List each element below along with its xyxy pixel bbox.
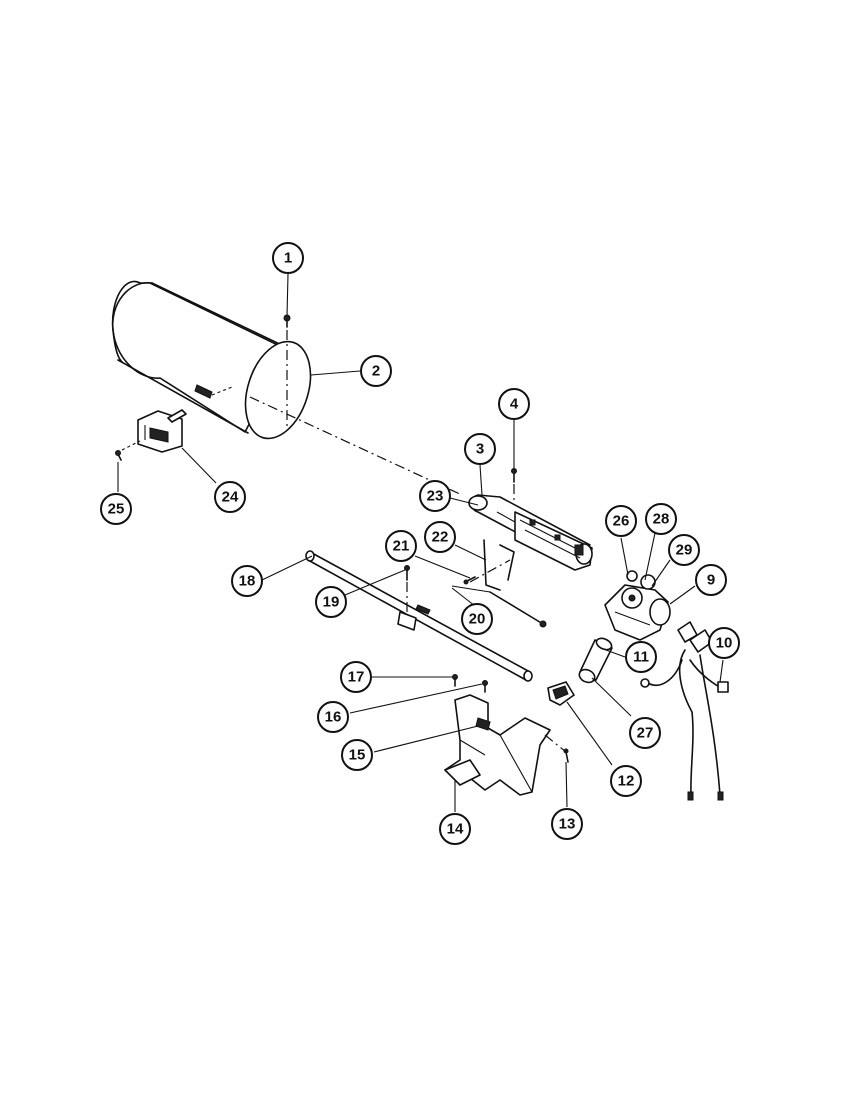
callout-13: 13 — [551, 808, 583, 840]
callout-10: 10 — [708, 627, 740, 659]
part-screw-25 — [115, 450, 122, 461]
part-bracket-22 — [483, 539, 515, 591]
svg-text:14: 14 — [447, 821, 464, 838]
part-screw-1 — [283, 314, 291, 328]
part-gas-valve — [604, 570, 671, 641]
svg-text:2: 2 — [372, 363, 380, 380]
part-burner-assembly — [468, 494, 593, 571]
svg-text:13: 13 — [559, 816, 576, 833]
callout-24: 24 — [214, 481, 246, 513]
svg-text:22: 22 — [432, 529, 449, 546]
callout-26: 26 — [605, 505, 637, 537]
callout-18: 18 — [231, 565, 263, 597]
svg-text:25: 25 — [108, 501, 125, 518]
callout-11: 11 — [625, 641, 657, 673]
svg-text:27: 27 — [637, 725, 654, 742]
callout-22: 22 — [424, 521, 456, 553]
callout-29: 29 — [668, 534, 700, 566]
svg-text:19: 19 — [323, 594, 340, 611]
callout-17: 17 — [340, 661, 372, 693]
svg-text:23: 23 — [427, 488, 444, 505]
callout-9: 9 — [695, 564, 727, 596]
callout-12: 12 — [610, 765, 642, 797]
part-clamp-12 — [547, 681, 575, 706]
callout-28: 28 — [645, 503, 677, 535]
svg-text:18: 18 — [239, 573, 256, 590]
callout-1: 1 — [272, 242, 304, 274]
svg-text:17: 17 — [348, 669, 365, 686]
part-screw-17 — [452, 674, 458, 687]
svg-text:29: 29 — [676, 542, 693, 559]
svg-text:9: 9 — [707, 572, 715, 589]
part-coil-tube — [578, 637, 613, 684]
callout-19: 19 — [315, 586, 347, 618]
svg-text:11: 11 — [633, 649, 649, 666]
part-wiring-harness — [640, 621, 729, 801]
leader-lines — [117, 273, 724, 812]
part-screw-4 — [511, 468, 517, 483]
part-manifold-pipe — [305, 550, 533, 682]
svg-text:3: 3 — [476, 441, 484, 458]
part-screw-19 — [404, 565, 410, 581]
svg-text:10: 10 — [716, 635, 733, 652]
callout-23: 23 — [419, 480, 451, 512]
callout-14: 14 — [439, 813, 471, 845]
part-sensor-bracket — [121, 409, 187, 453]
svg-text:12: 12 — [618, 773, 635, 790]
callout-20: 20 — [461, 603, 493, 635]
callout-15: 15 — [341, 739, 373, 771]
svg-text:26: 26 — [613, 513, 630, 530]
svg-text:21: 21 — [393, 538, 410, 555]
part-cylinder — [111, 280, 312, 440]
part-mounting-bracket — [444, 694, 551, 796]
svg-text:4: 4 — [510, 396, 519, 413]
svg-text:16: 16 — [325, 709, 342, 726]
svg-text:20: 20 — [469, 611, 486, 628]
part-screw-21 — [463, 576, 476, 585]
svg-text:1: 1 — [284, 250, 292, 267]
svg-text:24: 24 — [222, 489, 239, 506]
callout-4: 4 — [498, 388, 530, 420]
part-rod-20 — [451, 585, 547, 628]
callout-21: 21 — [385, 530, 417, 562]
callout-27: 27 — [629, 717, 661, 749]
svg-text:15: 15 — [349, 747, 366, 764]
callout-25: 25 — [100, 493, 132, 525]
callout-2: 2 — [360, 355, 392, 387]
callout-16: 16 — [317, 701, 349, 733]
part-screw-16 — [482, 680, 488, 693]
callout-3: 3 — [464, 433, 496, 465]
svg-text:28: 28 — [653, 511, 670, 528]
